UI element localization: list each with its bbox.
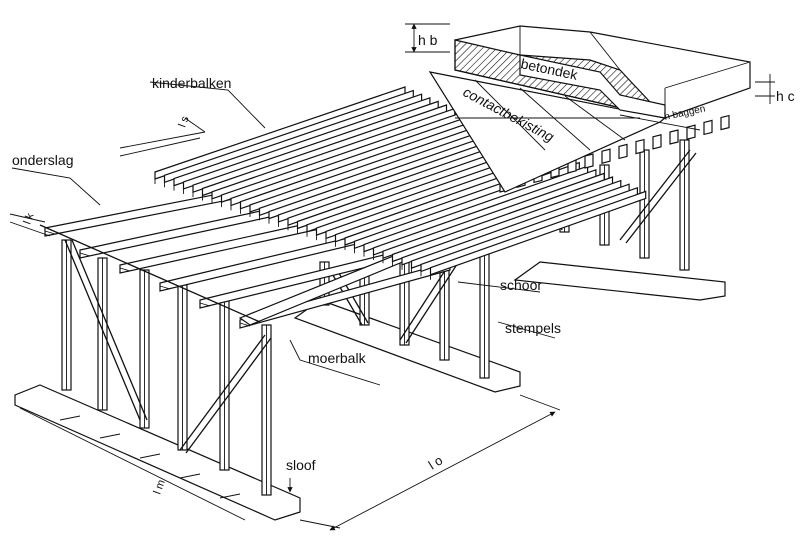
prop bbox=[97, 257, 108, 411]
prop bbox=[61, 239, 72, 391]
joist bbox=[584, 153, 594, 169]
joist bbox=[669, 129, 679, 145]
joist bbox=[635, 138, 645, 155]
joist bbox=[686, 124, 696, 140]
label-schoor: schoor bbox=[500, 277, 542, 293]
formwork-sheet bbox=[428, 71, 667, 193]
leader-lines bbox=[11, 81, 701, 493]
dimension-lines bbox=[9, 23, 775, 531]
label-onderslag: onderslag bbox=[12, 152, 74, 168]
sill-near bbox=[14, 384, 301, 521]
joist bbox=[703, 119, 713, 136]
joist bbox=[601, 148, 611, 164]
prop bbox=[177, 284, 188, 451]
joists-group bbox=[154, 86, 730, 280]
label-lm: l m bbox=[152, 478, 168, 496]
joist bbox=[429, 190, 647, 280]
joist bbox=[652, 134, 662, 150]
label-moerbalk: moerbalk bbox=[308, 350, 367, 366]
concrete-slab bbox=[454, 25, 751, 120]
joist bbox=[618, 143, 628, 160]
label-sloof: sloof bbox=[286, 457, 316, 473]
label-ls: l s bbox=[177, 114, 192, 129]
label-kinderbalken: kinderbalken bbox=[152, 75, 231, 91]
label-hb: h b bbox=[418, 32, 438, 48]
label-stempels: stempels bbox=[505, 320, 561, 336]
joist bbox=[720, 114, 730, 131]
prop bbox=[139, 269, 150, 429]
label-lk: l k bbox=[22, 211, 37, 226]
prop bbox=[679, 139, 690, 271]
girder bbox=[239, 261, 451, 329]
prop bbox=[261, 324, 272, 496]
label-lo: l o bbox=[426, 453, 446, 473]
label-hc: h c bbox=[776, 88, 795, 104]
